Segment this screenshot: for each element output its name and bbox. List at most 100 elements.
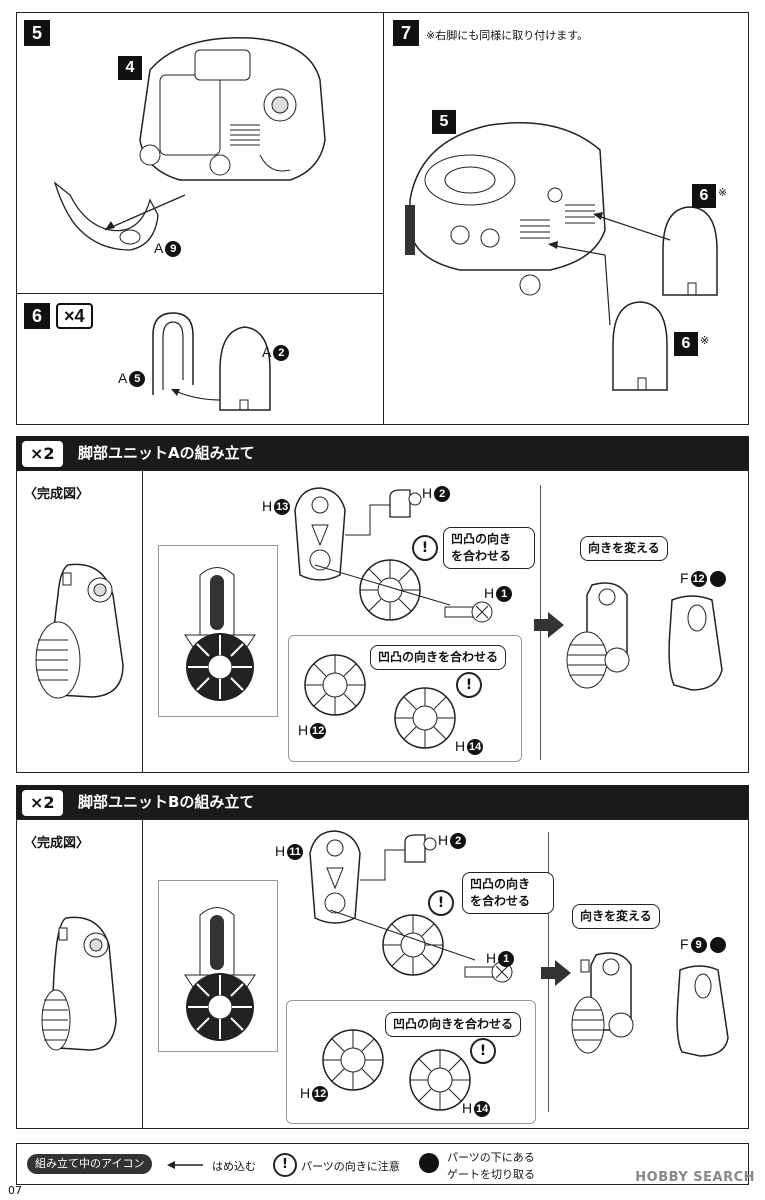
watermark: HOBBY SEARCH <box>635 1170 755 1185</box>
part-number: 12 <box>310 723 327 740</box>
step-number: 7 <box>393 20 419 46</box>
part-letter: H <box>275 843 286 859</box>
legend-caution: パーツの向きに注意 <box>301 1160 400 1173</box>
part-number: 9 <box>165 241 182 258</box>
caution-icon: ! <box>412 535 438 561</box>
align-callout-top: 凹凸の向き を合わせる <box>443 527 535 569</box>
turn-callout: 向きを変える <box>572 904 660 929</box>
multiplier-badge: ×2 <box>22 790 63 816</box>
part-number: 2 <box>450 833 467 850</box>
part-letter: A <box>262 344 272 360</box>
part-number: 13 <box>274 499 291 516</box>
part-number: 12 <box>690 571 707 588</box>
part-number: 14 <box>467 739 484 756</box>
wheel-h14-illustration <box>394 687 456 749</box>
caution-icon: ! <box>470 1038 496 1064</box>
align-callout-bottom: 凹凸の向きを合わせる <box>385 1012 522 1037</box>
cover-f9-illustration <box>676 965 729 1057</box>
wheel-illustration-1 <box>359 559 421 621</box>
part-letter: F <box>680 570 689 586</box>
part-letter: H <box>298 722 309 738</box>
wheel-detail-illustration <box>184 907 256 1041</box>
wheel-detail-illustration <box>184 567 256 701</box>
part-a9-illustration <box>53 181 159 251</box>
assembly-line <box>314 564 451 606</box>
complete-label: 〈完成図〉 <box>24 487 90 502</box>
ref-mark-upper: ※ <box>718 186 728 199</box>
leg-cover-illustration-lower <box>612 301 668 391</box>
leg-frame-h11-illustration <box>309 830 361 924</box>
axle-h1-illustration <box>464 961 513 983</box>
wheel-h12-illustration <box>304 654 366 716</box>
turn-callout: 向きを変える <box>580 536 668 561</box>
assembled-leg-a-illustration <box>566 582 630 689</box>
part-letter: A <box>118 370 128 386</box>
attach-lines <box>548 212 671 326</box>
icon-legend: 組み立て中のアイコン はめ込む ! パーツの向きに注意 パーツの下にある ゲート… <box>16 1143 749 1185</box>
part-number: 9 <box>690 937 707 954</box>
part-number: 5 <box>129 371 146 388</box>
align-callout-top: 凹凸の向き を合わせる <box>462 872 554 914</box>
robot-body-illustration <box>139 37 326 181</box>
part-number: 1 <box>498 951 515 968</box>
press-fit-arrow-icon <box>167 1161 203 1169</box>
part-letter: H <box>455 738 466 754</box>
caution-icon: ! <box>456 672 482 698</box>
step-number: 6 <box>24 303 50 329</box>
part-number: 11 <box>287 844 304 861</box>
next-arrow-icon <box>541 960 571 986</box>
wheel-illustration-2 <box>382 914 444 976</box>
complete-label: 〈完成図〉 <box>24 836 90 851</box>
pin-h2-illustration <box>404 834 437 863</box>
section-title: 脚部ユニットBの組み立て <box>78 793 255 811</box>
section-a-body <box>16 470 749 773</box>
pin-h2-illustration <box>389 489 422 518</box>
part-a2-illustration <box>219 326 271 411</box>
connector-line <box>360 849 405 881</box>
section-b-header: ×2 脚部ユニットBの組み立て <box>16 785 749 819</box>
part-number: 12 <box>312 1086 329 1103</box>
part-letter: H <box>484 585 495 601</box>
step-7-panel <box>383 12 749 425</box>
part-letter: H <box>300 1085 311 1101</box>
wheel-h12-illustration <box>322 1029 384 1091</box>
completed-leg-b-illustration <box>41 916 117 1051</box>
gate-cut-icon <box>710 937 727 954</box>
part-letter: H <box>438 832 449 848</box>
part-letter: F <box>680 936 689 952</box>
part-letter: H <box>262 498 273 514</box>
multiplier-badge: ×4 <box>56 303 93 329</box>
body-ref-badge: 4 <box>118 56 142 80</box>
axle-h1-illustration <box>444 601 493 623</box>
align-callout-bottom: 凹凸の向きを合わせる <box>370 645 507 670</box>
completed-leg-a-illustration <box>35 563 124 699</box>
connection-arrow <box>104 194 186 231</box>
step-note: ※右脚にも同様に取り付けます。 <box>426 29 589 42</box>
section-b-body <box>16 819 749 1129</box>
caution-icon: ! <box>273 1153 297 1177</box>
multiplier-badge: ×2 <box>22 441 63 467</box>
sub-assembly-box <box>286 1000 536 1124</box>
divider <box>142 819 143 1129</box>
leg-cover-ref-upper: 6 <box>692 184 716 208</box>
step-number: 5 <box>24 20 50 46</box>
assembled-leg-b-illustration <box>571 952 634 1054</box>
insert-arrow <box>171 389 221 401</box>
part-letter: H <box>422 485 433 501</box>
caution-icon: ! <box>428 890 454 916</box>
part-number: 2 <box>434 486 451 503</box>
leg-cover-illustration-upper <box>662 206 718 296</box>
part-number: 1 <box>496 586 513 603</box>
assembly-line <box>329 909 476 961</box>
legend-press-fit: はめ込む <box>212 1160 256 1173</box>
